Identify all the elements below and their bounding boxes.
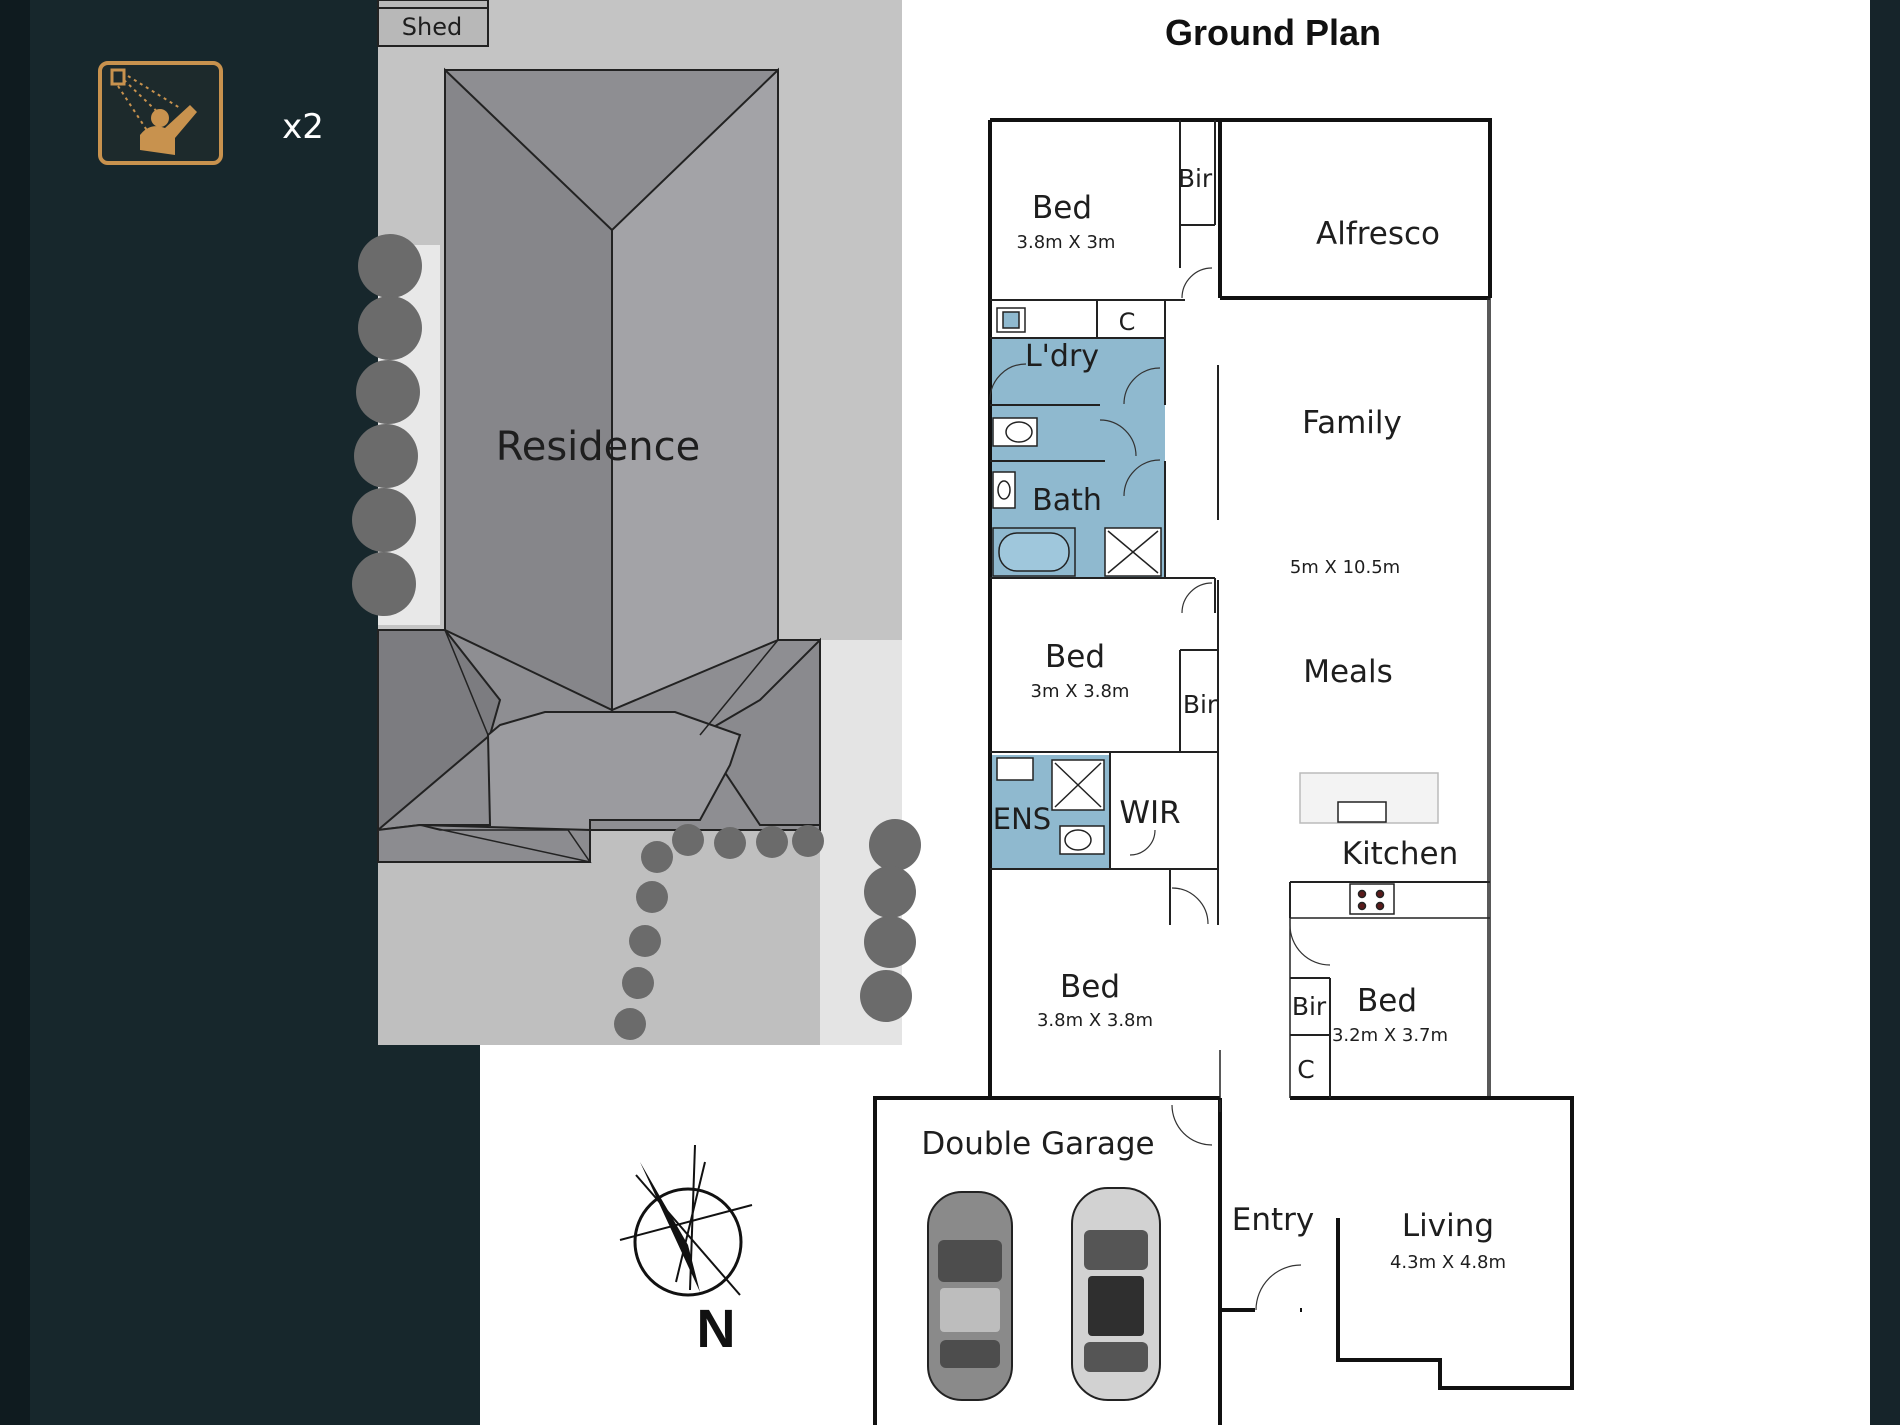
kitchen-sink xyxy=(1337,801,1387,823)
family-size: 5m X 10.5m xyxy=(1290,557,1400,578)
bed1-size: 3.8m X 3m xyxy=(1017,232,1116,253)
garage-label: Double Garage xyxy=(921,1126,1154,1162)
cooktop xyxy=(1349,883,1395,915)
fixtures xyxy=(992,307,1490,915)
bir4-label: Bir xyxy=(1292,992,1327,1021)
bed3-label: Bed xyxy=(1060,969,1120,1005)
tree-row-east xyxy=(860,819,921,1022)
laundry-label: L'dry xyxy=(1025,339,1099,374)
residence-roof: Residence xyxy=(377,67,821,864)
bir2-label: Bir xyxy=(1183,690,1218,719)
plan-title: Ground Plan xyxy=(1165,12,1381,53)
left-edge-strip xyxy=(0,0,30,1425)
living-size: 4.3m X 4.8m xyxy=(1390,1252,1506,1273)
bed4-label: Bed xyxy=(1357,983,1417,1019)
shower-count: x2 xyxy=(282,107,324,147)
car-left xyxy=(927,1191,1013,1401)
walls xyxy=(873,118,1574,1425)
meals-label: Meals xyxy=(1303,654,1393,690)
bed3-size: 3.8m X 3.8m xyxy=(1037,1010,1153,1031)
bed1-label: Bed xyxy=(1032,190,1092,226)
bed2-size: 3m X 3.8m xyxy=(1031,681,1130,702)
family-label: Family xyxy=(1302,405,1402,441)
kitchen-label: Kitchen xyxy=(1342,836,1459,872)
entry-label: Entry xyxy=(1232,1202,1314,1238)
compass-north-label: N xyxy=(697,1299,736,1359)
shed: Shed xyxy=(377,0,489,47)
site-plan: Shed Residence xyxy=(352,0,921,1045)
door-swings xyxy=(989,267,1331,1311)
tree-row-driveway xyxy=(614,824,824,1040)
wir-label: WIR xyxy=(1119,795,1180,831)
living-label: Living xyxy=(1402,1208,1494,1244)
bed4-size: 3.2m X 3.7m xyxy=(1332,1025,1448,1046)
bir1-label: Bir xyxy=(1178,164,1213,193)
bath-label: Bath xyxy=(1032,483,1102,518)
residence-label: Residence xyxy=(496,424,701,470)
ens-label: ENS xyxy=(993,802,1051,836)
compass-ring xyxy=(633,1187,743,1297)
car-right xyxy=(1071,1187,1161,1401)
right-edge-strip xyxy=(1870,0,1900,1425)
partitions xyxy=(990,120,1490,1112)
room-labels: Bed 3.8m X 3m Bir Alfresco C L'dry Bath … xyxy=(921,164,1506,1273)
bed2-label: Bed xyxy=(1045,639,1105,675)
tree-row-west xyxy=(352,234,422,616)
linen-c-label: C xyxy=(1119,308,1136,336)
compass: N xyxy=(619,1144,753,1359)
ensuite-basin xyxy=(996,757,1034,781)
alfresco-label: Alfresco xyxy=(1316,216,1440,252)
shower-icon xyxy=(110,68,197,155)
shower-badge: x2 xyxy=(98,61,324,165)
shed-label: Shed xyxy=(402,13,462,41)
c4-label: C xyxy=(1297,1055,1314,1084)
compass-needle xyxy=(640,1162,700,1292)
